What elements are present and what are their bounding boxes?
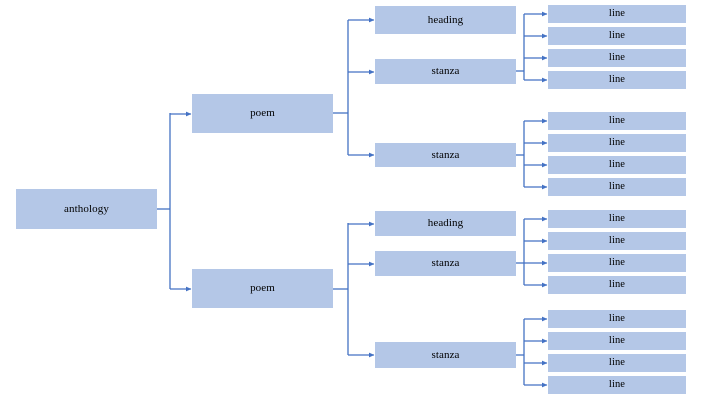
node-label: line (608, 29, 626, 41)
node-label: poem (250, 107, 275, 119)
node-stanza-1-1[interactable]: stanza (375, 59, 516, 84)
node-line-2-1-2[interactable]: line (548, 232, 686, 250)
node-label: anthology (64, 202, 109, 215)
node-label: line (608, 73, 626, 85)
node-label: heading (427, 217, 464, 229)
node-label: stanza (431, 257, 460, 269)
node-line-1-2-3[interactable]: line (548, 156, 686, 174)
node-poem-2[interactable]: poem (192, 269, 333, 308)
node-anthology[interactable]: anthology (16, 189, 157, 229)
node-stanza-1-2[interactable]: stanza (375, 143, 516, 167)
node-line-1-1-2[interactable]: line (548, 27, 686, 45)
node-label: line (608, 234, 626, 246)
node-line-2-2-2[interactable]: line (548, 332, 686, 350)
node-line-1-1-3[interactable]: line (548, 49, 686, 67)
node-heading-2[interactable]: heading (375, 211, 516, 236)
node-line-2-1-1[interactable]: line (548, 210, 686, 228)
node-poem-1[interactable]: poem (192, 94, 333, 133)
node-line-2-2-4[interactable]: line (548, 376, 686, 394)
connector-paths (157, 11, 548, 388)
node-label: line (608, 312, 626, 324)
node-heading-1[interactable]: heading (375, 6, 516, 34)
node-label: poem (250, 282, 275, 294)
node-line-1-2-4[interactable]: line (548, 178, 686, 196)
node-label: line (608, 278, 626, 290)
node-stanza-2-1[interactable]: stanza (375, 251, 516, 276)
node-label: line (608, 180, 626, 192)
node-line-1-1-4[interactable]: line (548, 71, 686, 89)
node-label: line (608, 136, 626, 148)
node-label: line (608, 114, 626, 126)
node-label: line (608, 334, 626, 346)
node-label: line (608, 51, 626, 63)
node-label: heading (427, 13, 464, 26)
node-label: line (608, 256, 626, 268)
node-line-2-2-3[interactable]: line (548, 354, 686, 372)
node-label: line (608, 378, 626, 390)
node-line-2-1-4[interactable]: line (548, 276, 686, 294)
node-line-2-2-1[interactable]: line (548, 310, 686, 328)
node-label: line (608, 158, 626, 170)
node-line-1-2-2[interactable]: line (548, 134, 686, 152)
node-label: stanza (431, 148, 460, 161)
node-label: line (608, 356, 626, 368)
node-line-1-2-1[interactable]: line (548, 112, 686, 130)
node-label: stanza (431, 65, 460, 77)
node-line-1-1-1[interactable]: line (548, 5, 686, 23)
node-label: line (608, 7, 626, 19)
node-label: line (608, 212, 626, 224)
node-label: stanza (431, 348, 460, 361)
node-line-2-1-3[interactable]: line (548, 254, 686, 272)
node-stanza-2-2[interactable]: stanza (375, 342, 516, 368)
